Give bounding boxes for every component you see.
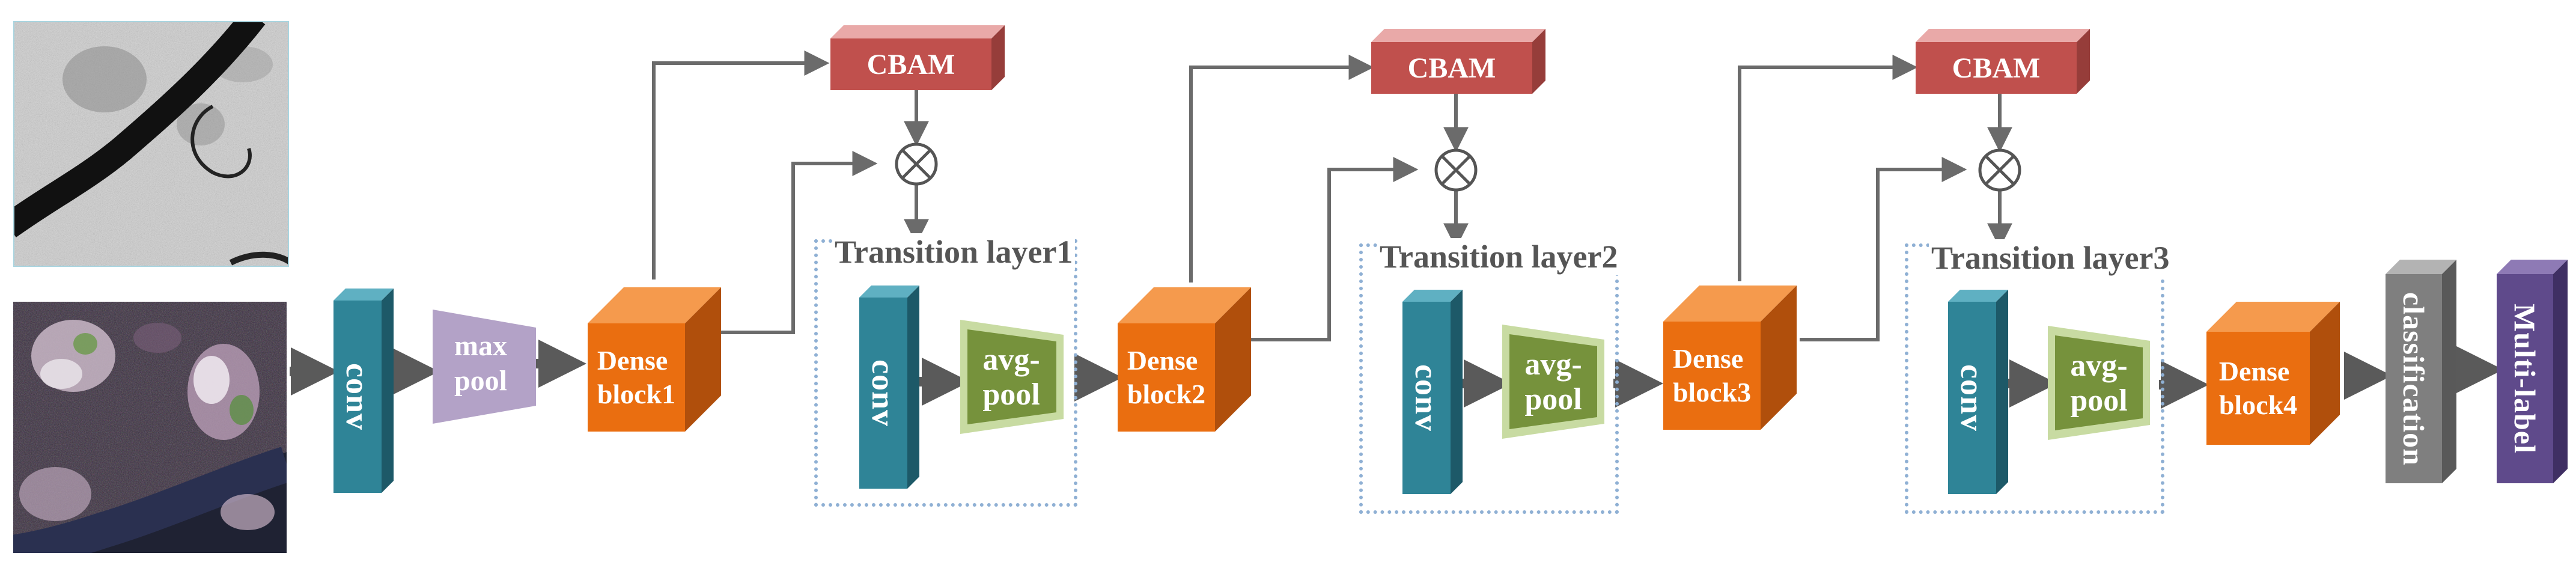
grayscale-input-image xyxy=(13,21,289,267)
multispectral-input-image xyxy=(13,302,287,553)
skip-dense2-to-multiply2 xyxy=(1251,157,1419,341)
cbam-block-2: CBAM xyxy=(1371,29,1545,94)
multilabel-label: Multi-label xyxy=(2508,304,2542,454)
transition-layer-3-avg-pool: avg- pool xyxy=(2048,326,2150,440)
skip-dense3-to-cbam3 xyxy=(1738,55,1918,281)
avg-pool-label: avg- pool xyxy=(982,343,1040,412)
cbam-label: CBAM xyxy=(830,38,991,90)
dense-block-1-label: Dense block1 xyxy=(597,345,676,409)
multiply-operator-3 xyxy=(1978,148,2022,192)
conv-label: conv xyxy=(1408,364,1445,432)
dense-block-2: Dense block2 xyxy=(1118,287,1251,432)
multiply-operator-2 xyxy=(1434,148,1478,192)
cbam-block-1: CBAM xyxy=(830,25,1005,90)
skip-dense1-to-multiply1 xyxy=(721,151,878,334)
transition-layer-2-label: Transition layer2 xyxy=(1377,238,1621,275)
transition-layer-3-label: Transition layer3 xyxy=(1929,239,2172,276)
conv-label: conv xyxy=(1954,364,1990,432)
dense-block-3-label: Dense block3 xyxy=(1672,343,1752,408)
cbam-label: CBAM xyxy=(1916,42,2077,94)
transition-layer-3-conv: conv xyxy=(1948,290,2008,494)
conv-label: conv xyxy=(865,359,901,427)
skip-dense1-to-cbam1 xyxy=(652,50,830,279)
cbam-label: CBAM xyxy=(1371,42,1532,94)
skip-dense2-to-cbam2 xyxy=(1189,55,1374,282)
transition-layer-1-label: Transition layer1 xyxy=(832,233,1076,270)
avg-pool-label: avg- pool xyxy=(1524,347,1582,417)
avg-pool-label: avg- pool xyxy=(2070,349,2128,418)
dense-block-4-label: Dense block4 xyxy=(2218,356,2298,420)
max-pool-label: max pool xyxy=(454,330,508,397)
transition-layer-2-conv: conv xyxy=(1402,290,1463,494)
dense-block-1: Dense block1 xyxy=(588,287,721,432)
classification-block: classification xyxy=(2386,260,2456,483)
max-pool-block: max pool xyxy=(433,310,536,424)
skip-dense3-to-multiply3 xyxy=(1800,157,1967,341)
transition-layer-2-avg-pool: avg- pool xyxy=(1502,325,1604,439)
multiply-operator-1 xyxy=(894,142,939,186)
dense-block-3: Dense block3 xyxy=(1663,286,1797,430)
dense-block-4: Dense block4 xyxy=(2206,302,2340,445)
transition-layer-1-conv: conv xyxy=(859,286,919,489)
conv-block-initial: conv xyxy=(333,289,394,493)
classification-label: classification xyxy=(2397,292,2431,466)
conv-label: conv xyxy=(340,363,376,430)
dense-block-2-label: Dense block2 xyxy=(1127,345,1206,409)
transition-layer-1-avg-pool: avg- pool xyxy=(960,320,1064,434)
cbam-block-3: CBAM xyxy=(1916,29,2090,94)
multilabel-output-block: Multi-label xyxy=(2497,260,2568,483)
